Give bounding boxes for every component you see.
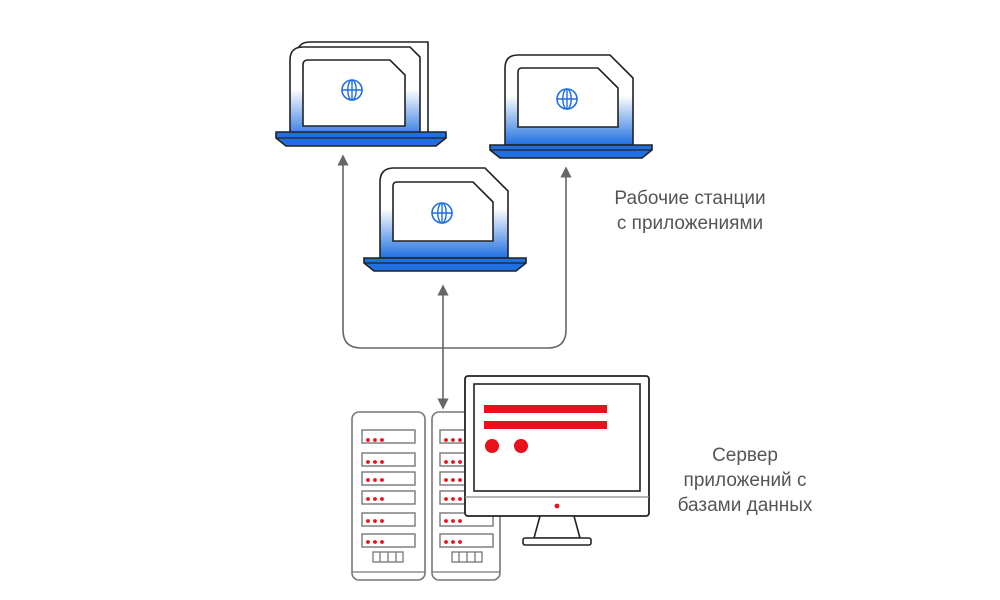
connectors	[337, 154, 572, 410]
connector-right	[443, 166, 572, 349]
server-rack-icon	[351, 411, 426, 581]
laptop-with-globe-icon	[275, 41, 447, 147]
server-caption-line-2: приложений с	[683, 470, 807, 491]
laptop-with-globe-icon	[489, 54, 653, 159]
desktop-monitor-icon	[464, 375, 650, 546]
workstations-caption-line-2: с приложениями	[616, 213, 764, 234]
server-caption-line-1: Сервер	[712, 445, 778, 466]
laptop-with-globe-icon	[363, 167, 527, 272]
workstations-caption-line-1: Рабочие станции	[614, 188, 766, 209]
workstations-caption: Рабочие станции с приложениями	[560, 186, 820, 236]
server-caption-line-3: базами данных	[677, 495, 813, 516]
server-caption: Сервер приложений с базами данных	[640, 443, 850, 518]
connector-left	[337, 154, 443, 349]
